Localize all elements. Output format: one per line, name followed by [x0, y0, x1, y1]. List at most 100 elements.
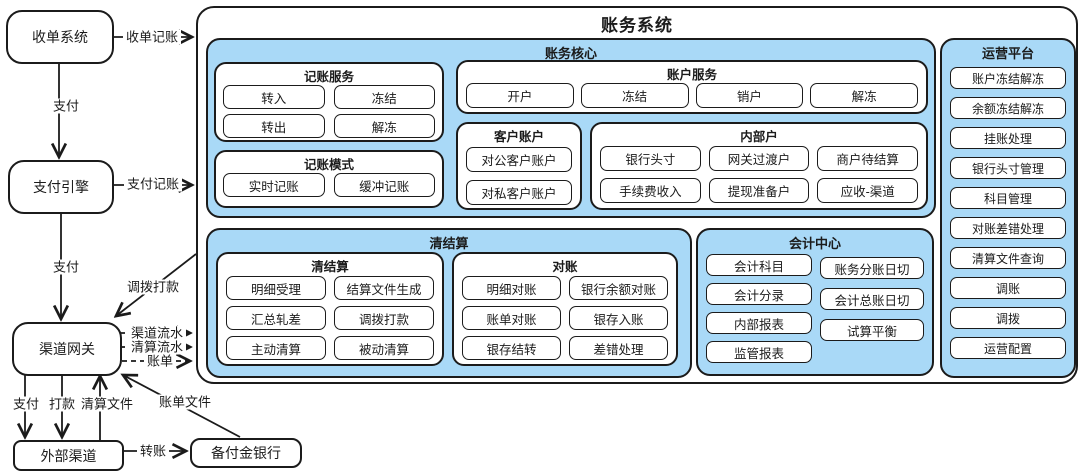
edge-label-bill: 账单 — [143, 353, 177, 369]
panel-title: 记账服务 — [303, 70, 354, 84]
item-stack: 账户冻结解冻 余额冻结解冻 挂账处理 银行头寸管理 科目管理 对账差错处理 清算… — [942, 62, 1074, 364]
module-chip: 运营配置 — [950, 337, 1066, 359]
module-chip: 开户 — [466, 83, 574, 108]
panel-title: 账户服务 — [666, 68, 717, 82]
panel-account-service: 账户服务 开户 冻结 销户 解冻 — [456, 60, 928, 114]
item-grid: 转入 冻结 转出 解冻 — [216, 83, 442, 140]
edge-label-transfer: 转账 — [136, 443, 170, 459]
accounting-left-column: 会计科目 会计分录 内部报表 监管报表 — [706, 254, 812, 363]
module-chip: 余额冻结解冻 — [950, 97, 1066, 119]
panel-booking-service: 记账服务 转入 冻结 转出 解冻 — [214, 62, 444, 142]
module-chip: 银存入账 — [569, 306, 668, 330]
module-chip: 会计科目 — [706, 254, 812, 276]
item-grid: 实时记账 缓冲记账 — [216, 171, 442, 199]
node-label: 外部渠道 — [40, 447, 97, 464]
node-label: 收单系统 — [32, 29, 88, 45]
module-chip: 汇总轧差 — [226, 306, 326, 330]
module-chip: 销户 — [695, 83, 804, 108]
panel-title: 客户账户 — [493, 130, 544, 144]
module-chip: 主动清算 — [226, 336, 326, 360]
module-chip: 解冻 — [810, 83, 918, 108]
item-grid: 银行头寸 网关过渡户 商户待结算 手续费收入 提现准备户 应收-渠道 — [592, 143, 926, 206]
panel-title: 清结算 — [311, 260, 349, 274]
module-chip: 清算文件查询 — [950, 247, 1066, 269]
module-chip: 结算文件生成 — [334, 276, 434, 300]
module-chip: 银行余额对账 — [569, 276, 668, 300]
module-chip: 对账差错处理 — [950, 217, 1066, 239]
edge-label-channel-flow: 渠道流水 — [127, 325, 187, 341]
item-grid: 明细受理 结算文件生成 汇总轧差 调拨打款 主动清算 被动清算 — [218, 273, 442, 363]
node-acquiring-system: 收单系统 — [6, 10, 114, 64]
module-chip: 被动清算 — [334, 336, 434, 360]
panel-title: 账务核心 — [544, 46, 597, 61]
edge-label-acquire-booking: 收单记账 — [122, 29, 182, 45]
panel-title: 清结算 — [429, 236, 469, 251]
module-chip: 账务分账日切 — [820, 257, 924, 279]
module-chip: 缓冲记账 — [333, 173, 435, 197]
panel-operation-platform: 运营平台 账户冻结解冻 余额冻结解冻 挂账处理 银行头寸管理 科目管理 对账差错… — [940, 38, 1076, 378]
edge-label-allocate-payout: 调拨打款 — [123, 279, 183, 295]
accounting-right-column: 账务分账日切 会计总账日切 试算平衡 — [820, 257, 924, 341]
module-chip: 监管报表 — [706, 341, 812, 363]
edge-label-pay-to-engine: 支付 — [49, 98, 83, 114]
node-reserve-bank: 备付金银行 — [190, 438, 302, 468]
node-label: 支付引擎 — [33, 179, 89, 195]
module-chip: 会计分录 — [706, 283, 812, 305]
module-chip: 调拨打款 — [334, 306, 434, 330]
module-chip: 明细受理 — [226, 276, 326, 300]
panel-clearing: 清结算 明细受理 结算文件生成 汇总轧差 调拨打款 主动清算 被动清算 — [216, 252, 444, 366]
panel-accounting-core: 账务核心 记账服务 转入 冻结 转出 解冻 记账模式 实时记账 缓冲记账 账户服… — [206, 38, 936, 218]
module-chip: 网关过渡户 — [708, 146, 810, 171]
module-chip: 差错处理 — [569, 336, 668, 360]
node-payment-engine: 支付引擎 — [8, 160, 114, 214]
panel-reconciliation: 对账 明细对账 银行余额对账 账单对账 银存入账 银存结转 差错处理 — [452, 252, 678, 366]
module-chip: 对私客户账户 — [466, 180, 572, 205]
module-chip: 银存结转 — [462, 336, 561, 360]
edge-label-pay-to-external: 支付 — [9, 396, 43, 412]
module-chip: 挂账处理 — [950, 127, 1066, 149]
module-chip: 提现准备户 — [708, 178, 810, 203]
module-chip: 调拨 — [950, 307, 1066, 329]
module-chip: 银行头寸 — [600, 146, 701, 171]
module-chip: 试算平衡 — [820, 319, 924, 341]
panel-customer-account: 客户账户 对公客户账户 对私客户账户 — [456, 122, 582, 210]
item-grid: 明细对账 银行余额对账 账单对账 银存入账 银存结转 差错处理 — [454, 273, 676, 363]
module-chip: 调账 — [950, 277, 1066, 299]
module-chip: 对公客户账户 — [466, 147, 572, 172]
edge-label-pay-booking: 支付记账 — [123, 176, 183, 192]
panel-clearing-settlement: 清结算 清结算 明细受理 结算文件生成 汇总轧差 调拨打款 主动清算 被动清算 … — [206, 228, 692, 378]
edge-label-payout: 打款 — [45, 396, 79, 412]
item-stack: 对公客户账户 对私客户账户 — [458, 143, 580, 209]
node-label: 渠道网关 — [39, 341, 95, 357]
panel-title: 会计中心 — [788, 236, 841, 251]
node-label: 备付金银行 — [211, 445, 281, 461]
node-external-channel: 外部渠道 — [13, 440, 124, 471]
module-chip: 银行头寸管理 — [950, 157, 1066, 179]
panel-booking-mode: 记账模式 实时记账 缓冲记账 — [214, 150, 444, 208]
module-chip: 明细对账 — [462, 276, 561, 300]
item-grid: 开户 冻结 销户 解冻 — [458, 81, 926, 110]
module-chip: 转入 — [223, 85, 325, 109]
panel-internal-account: 内部户 银行头寸 网关过渡户 商户待结算 手续费收入 提现准备户 应收-渠道 — [590, 122, 928, 210]
edge-label-clearing-flow: 清算流水 — [127, 339, 187, 355]
module-chip: 实时记账 — [223, 173, 325, 197]
module-chip: 应收-渠道 — [817, 178, 918, 203]
panel-title: 运营平台 — [981, 46, 1034, 61]
accounting-system-container: 账务系统 账务核心 记账服务 转入 冻结 转出 解冻 记账模式 实时记账 缓冲记… — [196, 6, 1078, 384]
module-chip: 解冻 — [333, 114, 435, 138]
panel-title: 内部户 — [740, 130, 778, 144]
edge-label-bill-file: 账单文件 — [155, 394, 215, 410]
module-chip: 账户冻结解冻 — [950, 67, 1066, 89]
panel-title: 对账 — [552, 260, 578, 274]
module-chip: 账单对账 — [462, 306, 561, 330]
edge-label-pay-to-gateway: 支付 — [49, 259, 83, 275]
panel-title: 记账模式 — [303, 158, 354, 172]
module-chip: 手续费收入 — [600, 178, 701, 203]
system-title: 账务系统 — [601, 16, 673, 35]
module-chip: 冻结 — [333, 85, 435, 109]
module-chip: 商户待结算 — [817, 146, 918, 171]
module-chip: 内部报表 — [706, 312, 812, 334]
module-chip: 科目管理 — [950, 187, 1066, 209]
module-chip: 冻结 — [580, 83, 689, 108]
